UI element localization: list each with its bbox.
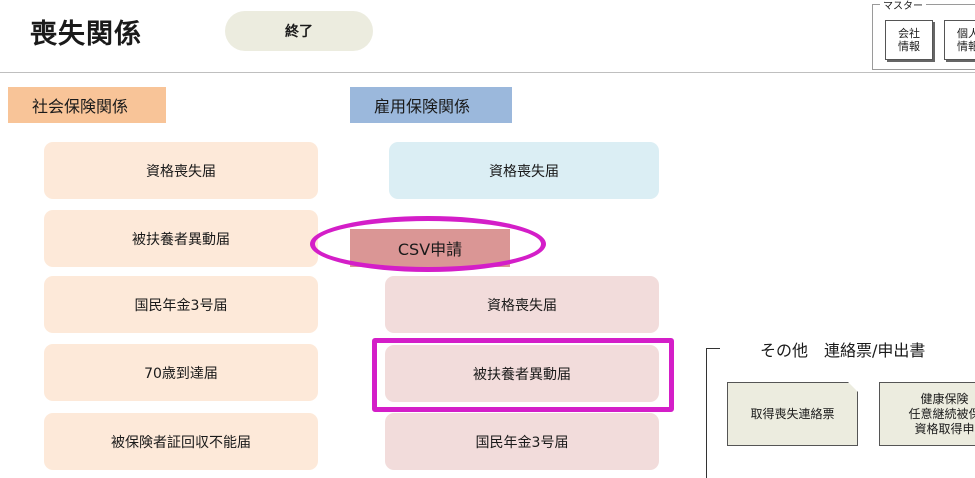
other-section-bracket (706, 348, 720, 478)
csv-annotation-oval (310, 216, 546, 272)
social-pension-3-button[interactable]: 国民年金3号届 (44, 276, 318, 333)
acquisition-loss-notice-label: 取得喪失連絡票 (750, 406, 835, 421)
company-info-line2: 情報 (898, 40, 920, 53)
employment-loss-button[interactable]: 資格喪失届 (389, 142, 659, 199)
master-label: マスター (880, 0, 926, 12)
acquisition-loss-notice-button[interactable]: 取得喪失連絡票 (727, 382, 858, 446)
social-insurance-header: 社会保険関係 (8, 87, 166, 123)
header-divider (0, 72, 975, 73)
social-age-70-button[interactable]: 70歳到達届 (44, 344, 318, 401)
end-button[interactable]: 終了 (225, 11, 373, 51)
personal-info-line1: 個人 (957, 27, 975, 40)
other-section-title: その他 連絡票/申出書 (760, 341, 926, 360)
voluntary-continuation-button[interactable]: 健康保険任意継続被保資格取得申 (879, 382, 975, 446)
social-dependent-change-button[interactable]: 被扶養者異動届 (44, 210, 318, 267)
dependent-change-highlight (372, 338, 674, 412)
page-title: 喪失関係 (30, 19, 142, 50)
company-info-line1: 会社 (898, 27, 920, 40)
personal-info-button[interactable]: 個人情報 (944, 20, 975, 60)
csv-pension-3-button[interactable]: 国民年金3号届 (385, 413, 659, 470)
voluntary-continuation-line1: 健康保険 (920, 391, 969, 406)
social-card-unrecoverable-button[interactable]: 被保険者証回収不能届 (44, 413, 318, 470)
personal-info-line2: 情報 (957, 40, 975, 53)
employment-insurance-header: 雇用保険関係 (350, 87, 512, 123)
company-info-button[interactable]: 会社情報 (885, 20, 933, 60)
voluntary-continuation-line3: 資格取得申 (914, 421, 975, 436)
voluntary-continuation-line2: 任意継続被保 (908, 406, 975, 421)
social-loss-button[interactable]: 資格喪失届 (44, 142, 318, 199)
csv-dependent-change-button[interactable]: 被扶養者異動届 (385, 345, 659, 402)
csv-loss-button[interactable]: 資格喪失届 (385, 276, 659, 333)
